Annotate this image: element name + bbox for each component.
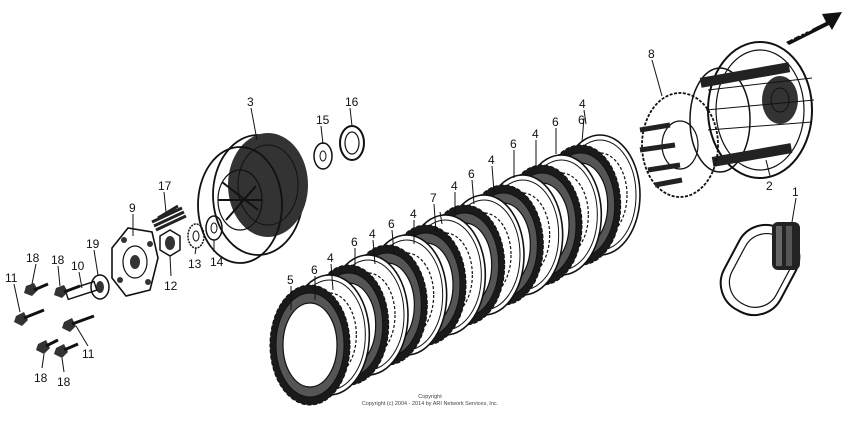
callout-labels: 1 2 3 4 4 4 4 4 4 4 5 6 6 6 6 6 6 6 7 8 … bbox=[5, 47, 799, 389]
callout-14: 14 bbox=[210, 255, 224, 269]
callout-18-d: 18 bbox=[57, 375, 71, 389]
part-16-thrust-washer bbox=[339, 125, 365, 161]
callout-4-e: 4 bbox=[410, 207, 417, 221]
callout-11-b: 11 bbox=[82, 347, 95, 361]
callout-5: 5 bbox=[287, 273, 294, 287]
callout-2: 2 bbox=[766, 179, 773, 193]
part-17-spring bbox=[151, 204, 187, 232]
bolt-11-right bbox=[62, 314, 95, 332]
callout-4-f: 4 bbox=[369, 227, 376, 241]
callout-4-g: 4 bbox=[327, 251, 334, 265]
bolt-18-bottom-b bbox=[54, 342, 79, 358]
callout-10: 10 bbox=[71, 259, 85, 273]
part-9-lifter-plate bbox=[111, 227, 159, 297]
fwd-label: FWD bbox=[788, 21, 816, 43]
callout-1: 1 bbox=[792, 185, 799, 199]
callout-16: 16 bbox=[345, 95, 359, 109]
callout-4-d: 4 bbox=[451, 179, 458, 193]
callout-3: 3 bbox=[247, 95, 254, 109]
callout-6-f: 6 bbox=[351, 235, 358, 249]
copyright-line-1: Copyright bbox=[418, 394, 442, 400]
callout-18-c: 18 bbox=[34, 371, 48, 385]
copyright-line-2: Copyright (c) 2004 - 2014 by ARI Network… bbox=[361, 401, 499, 407]
bolt-18-top-a bbox=[24, 282, 49, 296]
callout-13: 13 bbox=[188, 257, 202, 271]
part-1-chain bbox=[719, 222, 801, 317]
callout-4-b: 4 bbox=[532, 127, 539, 141]
part-8-pressure-plate bbox=[639, 92, 719, 198]
part-3-clutch-center bbox=[197, 133, 308, 264]
part-19-bearing bbox=[90, 274, 110, 300]
part-13-lock-washer bbox=[187, 223, 205, 249]
callout-19: 19 bbox=[86, 237, 100, 251]
callout-11-a: 11 bbox=[5, 271, 18, 285]
callout-12: 12 bbox=[164, 279, 178, 293]
callout-6-a: 6 bbox=[578, 113, 585, 127]
callout-6-c: 6 bbox=[510, 137, 517, 151]
callout-4-c: 4 bbox=[488, 153, 495, 167]
bolt-18-bottom-a bbox=[36, 338, 59, 354]
part-12-lock-nut bbox=[159, 229, 181, 257]
part-2-clutch-housing bbox=[689, 41, 815, 179]
bolt-11-left bbox=[14, 308, 45, 326]
fwd-arrow-icon: FWD bbox=[786, 12, 842, 45]
part-15-washer bbox=[313, 142, 333, 170]
callout-8: 8 bbox=[648, 47, 655, 61]
callout-15: 15 bbox=[316, 113, 330, 127]
copyright-notice: Copyright Copyright (c) 2004 - 2014 by A… bbox=[330, 394, 530, 408]
callout-17: 17 bbox=[158, 179, 172, 193]
callout-9: 9 bbox=[129, 201, 136, 215]
clutch-plate-stack bbox=[269, 134, 641, 406]
callout-6-d: 6 bbox=[468, 167, 475, 181]
clutch-plate bbox=[269, 284, 351, 406]
callout-6-e: 6 bbox=[388, 217, 395, 231]
callout-4-a: 4 bbox=[579, 97, 586, 111]
callout-18-a: 18 bbox=[26, 251, 40, 265]
bolt-18-top-b bbox=[54, 284, 81, 298]
callout-7: 7 bbox=[430, 191, 437, 205]
callout-6-b: 6 bbox=[552, 115, 559, 129]
callout-18-b: 18 bbox=[51, 253, 65, 267]
callout-6-g: 6 bbox=[311, 263, 318, 277]
leader-lines bbox=[13, 59, 797, 373]
